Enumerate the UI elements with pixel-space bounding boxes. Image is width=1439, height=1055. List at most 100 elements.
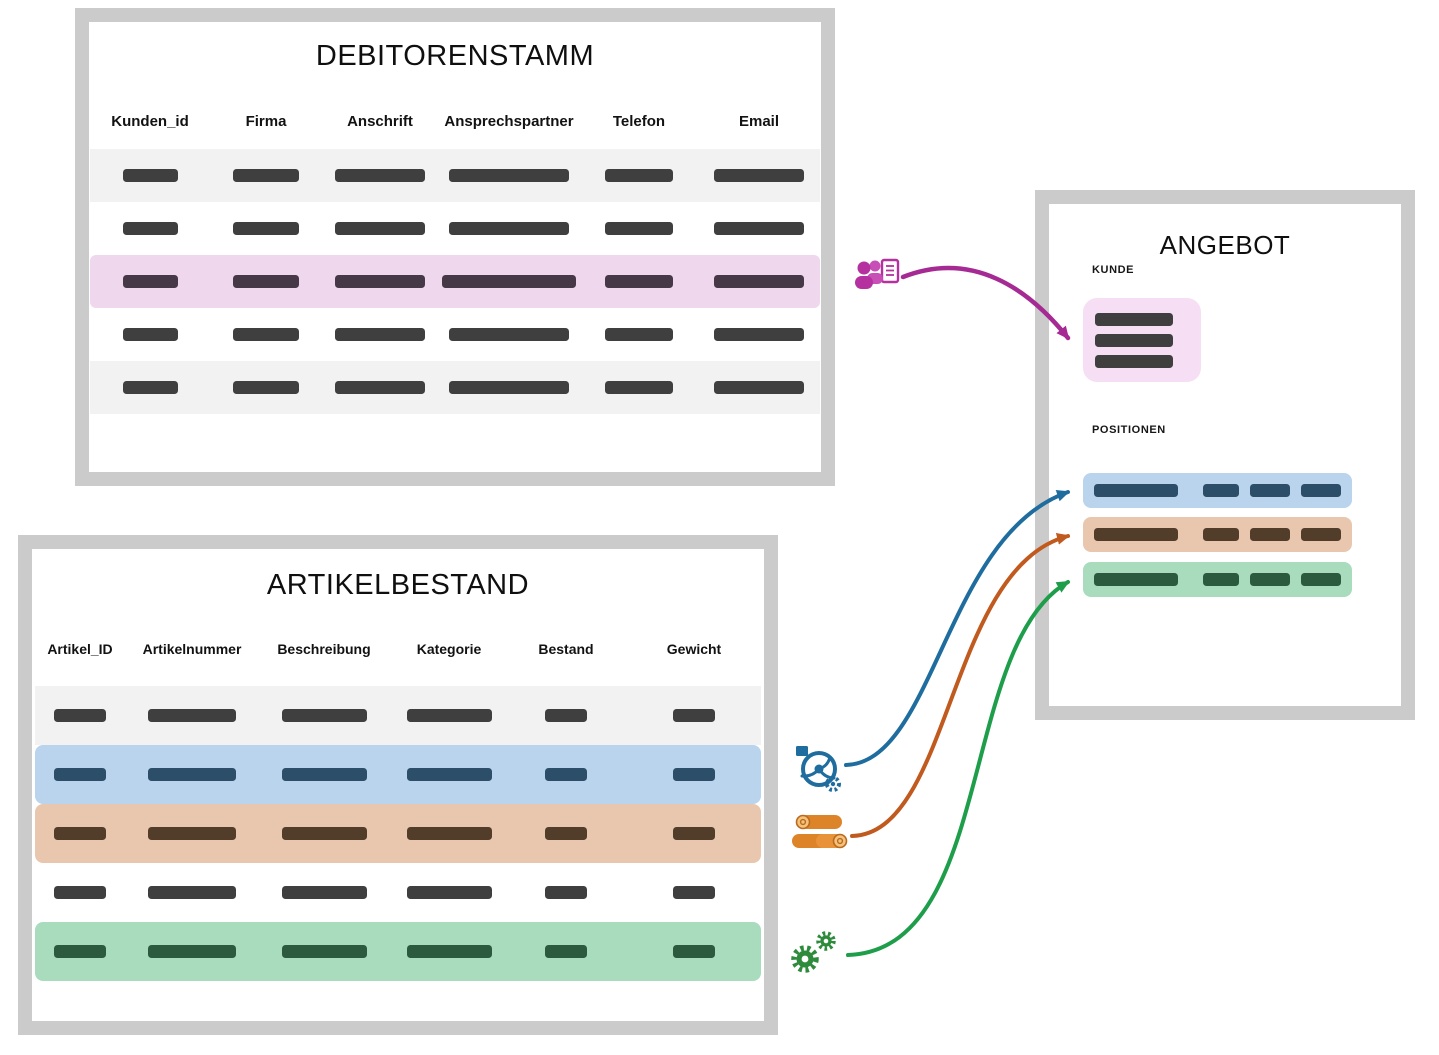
pump-icon xyxy=(796,746,841,792)
redacted-cell xyxy=(673,767,715,781)
redacted-cell xyxy=(148,767,236,781)
redacted-cell xyxy=(714,168,804,182)
angebot-panel: ANGEBOT KUNDE POSITIONEN xyxy=(1035,190,1415,720)
column-header-anschrift: Anschrift xyxy=(347,112,413,130)
column-header-bestand: Bestand xyxy=(538,641,594,657)
redacted-cell xyxy=(122,327,178,341)
redacted-cell xyxy=(148,944,236,958)
table-row xyxy=(35,863,761,922)
column-header-artikel-id: Artikel_ID xyxy=(47,641,113,657)
positionen-section-label: POSITIONEN xyxy=(1092,424,1166,436)
redacted-cell xyxy=(54,826,106,840)
redacted-cell xyxy=(605,168,673,182)
redacted-cell xyxy=(233,327,299,341)
table-row-highlighted-blue xyxy=(35,745,761,804)
redacted-cell xyxy=(442,274,576,288)
redacted-cell xyxy=(281,885,367,899)
redacted-position-cell xyxy=(1250,573,1290,586)
redacted-cell xyxy=(122,380,178,394)
redacted-cell xyxy=(148,885,236,899)
redacted-cell xyxy=(714,221,804,235)
position-row-green xyxy=(1083,562,1352,597)
redacted-cell xyxy=(335,380,425,394)
redacted-cell xyxy=(54,767,106,781)
column-header-telefon: Telefon xyxy=(612,112,666,130)
kunde-card xyxy=(1083,298,1201,382)
redacted-position-cell xyxy=(1203,528,1239,541)
redacted-cell xyxy=(335,274,425,288)
redacted-cell xyxy=(406,826,492,840)
redacted-cell xyxy=(233,274,299,288)
redacted-cell xyxy=(545,767,587,781)
table-row-highlighted-kunde xyxy=(90,255,820,308)
artikelbestand-title: ARTIKELBESTAND xyxy=(266,569,530,601)
artikelbestand-panel-body: ARTIKELBESTAND Artikel_ID Artikelnummer … xyxy=(32,549,764,1021)
column-header-beschreibung: Beschreibung xyxy=(277,641,371,657)
redacted-cell xyxy=(148,708,236,722)
redacted-cell xyxy=(449,168,569,182)
redacted-cell xyxy=(122,274,178,288)
redacted-position-cell xyxy=(1301,484,1341,497)
column-header-firma: Firma xyxy=(245,112,287,130)
redacted-cell xyxy=(449,380,569,394)
redacted-cell xyxy=(54,944,106,958)
debitorenstamm-header: Kunden_id Firma Anschrift Ansprechspartn… xyxy=(89,109,821,133)
redacted-cell xyxy=(335,327,425,341)
position-row-blue xyxy=(1083,473,1352,508)
table-row-highlighted-green xyxy=(35,922,761,981)
redacted-position-cell xyxy=(1250,528,1290,541)
table-row xyxy=(90,202,820,255)
position-row-orange xyxy=(1083,517,1352,552)
artikelbestand-header: Artikel_ID Artikelnummer Beschreibung Ka… xyxy=(32,638,764,660)
artikelbestand-panel: ARTIKELBESTAND Artikel_ID Artikelnummer … xyxy=(18,535,778,1035)
redacted-cell xyxy=(545,885,587,899)
debitorenstamm-title: DEBITORENSTAMM xyxy=(315,40,595,72)
gears-icon xyxy=(791,931,836,973)
redacted-cell xyxy=(545,944,587,958)
table-row xyxy=(90,361,820,414)
debitorenstamm-rows xyxy=(89,149,821,414)
redacted-position-cell xyxy=(1250,484,1290,497)
redacted-cell xyxy=(605,380,673,394)
redacted-cell xyxy=(233,221,299,235)
column-header-email: Email xyxy=(738,112,780,130)
redacted-cell xyxy=(406,708,492,722)
redacted-cell xyxy=(449,221,569,235)
customer-contact-icon xyxy=(855,258,900,289)
debitorenstamm-panel-body: DEBITORENSTAMM Kunden_id Firma Anschrift… xyxy=(89,22,821,472)
redacted-cell xyxy=(673,885,715,899)
redacted-cell xyxy=(605,327,673,341)
redacted-cell xyxy=(673,826,715,840)
redacted-cell xyxy=(714,380,804,394)
redacted-cell xyxy=(54,885,106,899)
redacted-kunde-line xyxy=(1095,333,1173,347)
column-header-artikelnummer: Artikelnummer xyxy=(142,641,242,657)
column-header-kategorie: Kategorie xyxy=(416,641,482,657)
redacted-kunde-line xyxy=(1095,354,1173,368)
redacted-position-cell xyxy=(1203,484,1239,497)
redacted-cell xyxy=(335,221,425,235)
redacted-kunde-line xyxy=(1095,312,1173,326)
redacted-cell xyxy=(148,826,236,840)
redacted-cell xyxy=(406,944,492,958)
redacted-cell xyxy=(714,327,804,341)
redacted-cell xyxy=(281,767,367,781)
redacted-cell xyxy=(714,274,804,288)
redacted-cell xyxy=(605,274,673,288)
redacted-cell xyxy=(673,944,715,958)
redacted-cell xyxy=(281,826,367,840)
redacted-cell xyxy=(449,327,569,341)
table-row xyxy=(35,686,761,745)
redacted-cell xyxy=(233,380,299,394)
redacted-cell xyxy=(122,221,178,235)
column-header-ansprechspartner: Ansprechspartner xyxy=(444,112,574,130)
table-row xyxy=(90,308,820,361)
redacted-cell xyxy=(233,168,299,182)
redacted-position-cell xyxy=(1301,528,1341,541)
redacted-cell xyxy=(605,221,673,235)
redacted-position-cell xyxy=(1203,573,1239,586)
redacted-cell xyxy=(54,708,106,722)
table-row-highlighted-orange xyxy=(35,804,761,863)
redacted-cell xyxy=(545,826,587,840)
column-header-gewicht: Gewicht xyxy=(666,641,722,657)
